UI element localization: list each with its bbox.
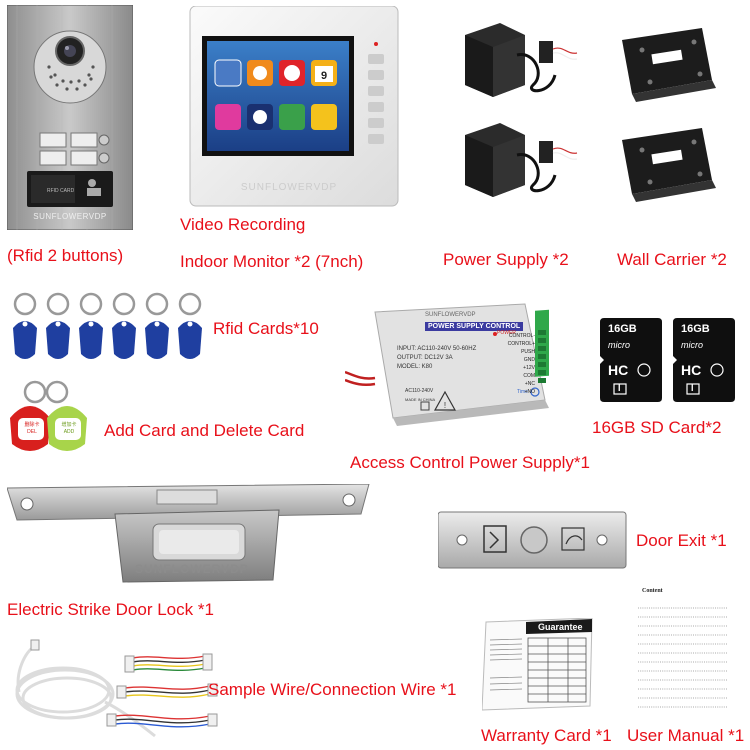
- psu-brand: SUNFLOWERVDP: [425, 312, 476, 318]
- sd-card-class: I: [691, 383, 694, 393]
- psu-terminal: +NO: [524, 389, 535, 395]
- psu-terminal: +NC: [524, 381, 535, 387]
- psu-power-led-label: POWER: [497, 330, 516, 336]
- strike-lock-label: Electric Strike Door Lock *1: [7, 600, 214, 619]
- add-card-tag-text: 增加卡 ADD: [61, 422, 77, 435]
- psu-terminal: CONTROL-: [508, 333, 535, 339]
- doorbell-label: (Rfid 2 buttons): [7, 246, 124, 265]
- sd-card-logo: micro: [608, 340, 630, 350]
- svg-text:9: 9: [321, 70, 327, 82]
- warranty-card: Guarantee: [482, 618, 594, 713]
- add-delete-card-label: Add Card and Delete Card: [104, 421, 305, 440]
- sd-card-label: 16GB SD Card*2: [592, 418, 722, 437]
- psu-terminal: +12V: [523, 365, 535, 371]
- psu-voltage: AC110-240V: [405, 388, 434, 394]
- add-delete-card-tags: 删除卡 DEL 增加卡 ADD: [5, 378, 95, 456]
- manual-label: User Manual *1: [627, 726, 745, 745]
- wire-label: Sample Wire/Connection Wire *1: [208, 680, 457, 699]
- manual-title: Content: [642, 588, 663, 594]
- psu-title: POWER SUPPLY CONTROL: [425, 322, 524, 331]
- sd-card-2: 16GB micro HC I: [673, 318, 735, 402]
- doorbell-panel: RFID CARD SUNFLOWERVDP: [7, 5, 133, 230]
- psu-model: MODEL: K80: [397, 364, 433, 370]
- wall-carriers: [612, 20, 727, 220]
- strike-brand: SUNFLOWERVDP: [135, 562, 249, 576]
- psu-output: OUTPUT: DC12V 3A: [397, 355, 453, 361]
- delete-card-tag-text: 删除卡 DEL: [24, 422, 40, 435]
- rfid-cards-label: Rfid Cards*10: [213, 319, 319, 338]
- psu-time-label: Time: [517, 389, 528, 395]
- sd-card-capacity: 16GB: [608, 323, 637, 335]
- warranty-label: Warranty Card *1: [481, 726, 612, 745]
- user-manual: Content: [628, 580, 740, 715]
- sd-card-class: I: [618, 383, 621, 393]
- access-power-label: Access Control Power Supply*1: [350, 453, 591, 472]
- monitor-brand: SUNFLOWERVDP: [240, 182, 338, 193]
- psu-terminal: COM: [523, 373, 535, 379]
- sd-card-type: HC: [681, 362, 702, 378]
- warranty-title: Guarantee: [538, 622, 583, 632]
- psu-terminal-labels: CONTROL- CONTROL+ PUSH GND +12V COM +NC …: [505, 332, 535, 396]
- sd-card-logo: micro: [681, 340, 703, 350]
- doorbell-brand: SUNFLOWERVDP: [33, 212, 107, 221]
- connection-wires: [5, 632, 220, 742]
- sd-card-1: 16GB micro HC I: [600, 318, 662, 402]
- psu-input: INPUT: AC110-240V 50-60HZ: [397, 346, 477, 352]
- rfid-cards: [5, 290, 205, 370]
- sd-card-type: HC: [608, 362, 629, 378]
- wall-carrier-label: Wall Carrier *2: [617, 250, 727, 269]
- access-control-power-supply: ! SUNFLOWERVDP POWER SUPPLY CONTROL POWE…: [345, 300, 560, 430]
- door-exit-button: [438, 510, 628, 570]
- video-recording-label: Video Recording: [180, 215, 306, 234]
- power-supply-label: Power Supply *2: [443, 250, 569, 269]
- psu-terminal: GND: [523, 357, 535, 363]
- psu-terminal: CONTROL+: [507, 341, 535, 347]
- sd-card-capacity: 16GB: [681, 323, 710, 335]
- door-exit-label: Door Exit *1: [636, 531, 727, 550]
- indoor-monitor: 9 SUNFLOWERVDP: [178, 6, 404, 208]
- psu-terminal: PUSH: [521, 349, 535, 355]
- svg-text:!: !: [444, 401, 446, 410]
- electric-strike-lock: SUNFLOWERVDP: [7, 484, 372, 584]
- svg-text:RFID CARD: RFID CARD: [47, 188, 75, 194]
- power-supply-adapters: [455, 15, 585, 215]
- monitor-label: Indoor Monitor *2 (7nch): [180, 252, 364, 271]
- psu-origin: MADE IN CHINA: [405, 397, 436, 402]
